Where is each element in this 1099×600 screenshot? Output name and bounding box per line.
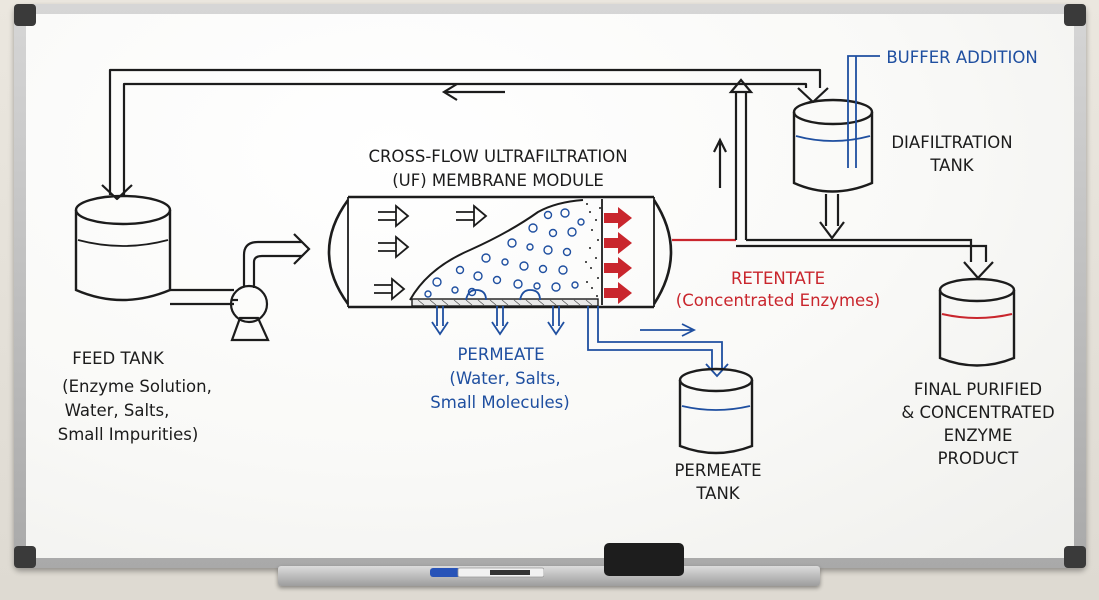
feed-tank-label-2: (Enzyme Solution, — [62, 377, 212, 396]
permeate-tank — [678, 367, 754, 455]
permeate-label-1: PERMEATE — [457, 345, 544, 364]
retentate-flow-arrows — [604, 207, 632, 304]
pump — [229, 233, 311, 342]
permeate-tank-label-1: PERMEATE — [674, 461, 761, 480]
final-product-label-3: ENZYME — [944, 426, 1013, 445]
final-product-label-1: FINAL PURIFIED — [914, 380, 1042, 399]
enzyme-particles — [424, 208, 585, 298]
marker-tray — [278, 566, 820, 586]
frame-corner — [1064, 546, 1086, 568]
diafiltration-tank — [792, 98, 874, 240]
permeate-label-2: (Water, Salts, — [449, 369, 560, 388]
frame-corner — [14, 4, 36, 26]
buffer-addition-label: BUFFER ADDITION — [886, 48, 1037, 67]
final-product-label-4: PRODUCT — [938, 449, 1020, 468]
left-flow-arrow — [441, 83, 505, 101]
buffer-line — [847, 55, 880, 168]
feed-tank — [74, 194, 172, 302]
feed-tank-label-3: Water, Salts, — [65, 401, 170, 420]
uf-title-line-2: (UF) MEMBRANE MODULE — [392, 171, 604, 190]
permeate-drip-arrows — [431, 289, 565, 336]
feed-tank-label-4: Small Impurities) — [58, 425, 199, 444]
permeate-line — [587, 306, 729, 378]
permeate-label-3: Small Molecules) — [430, 393, 569, 412]
permeate-tank-label-2: TANK — [695, 484, 740, 503]
inlet-flow-arrows — [374, 204, 488, 301]
uf-title-line-1: CROSS-FLOW ULTRAFILTRATION — [368, 147, 627, 166]
uf-module — [327, 195, 673, 336]
whiteboard-surface — [26, 14, 1074, 558]
diafiltration-label-1: DIAFILTRATION — [891, 133, 1012, 152]
frame-corner — [1064, 4, 1086, 26]
retentate-label-1: RETENTATE — [731, 269, 825, 288]
final-product-tank — [938, 277, 1016, 367]
feed-tank-label-1: FEED TANK — [72, 349, 165, 368]
frame-corner — [14, 546, 36, 568]
retentate-split-line — [713, 78, 994, 280]
diafiltration-label-2: TANK — [929, 156, 974, 175]
feed-pipe — [170, 288, 234, 306]
marker-pen[interactable] — [430, 566, 544, 578]
retentate-label-2: (Concentrated Enzymes) — [676, 291, 880, 310]
eraser[interactable] — [604, 543, 684, 576]
final-product-label-2: & CONCENTRATED — [901, 403, 1054, 422]
retentate-stipple — [585, 203, 601, 297]
